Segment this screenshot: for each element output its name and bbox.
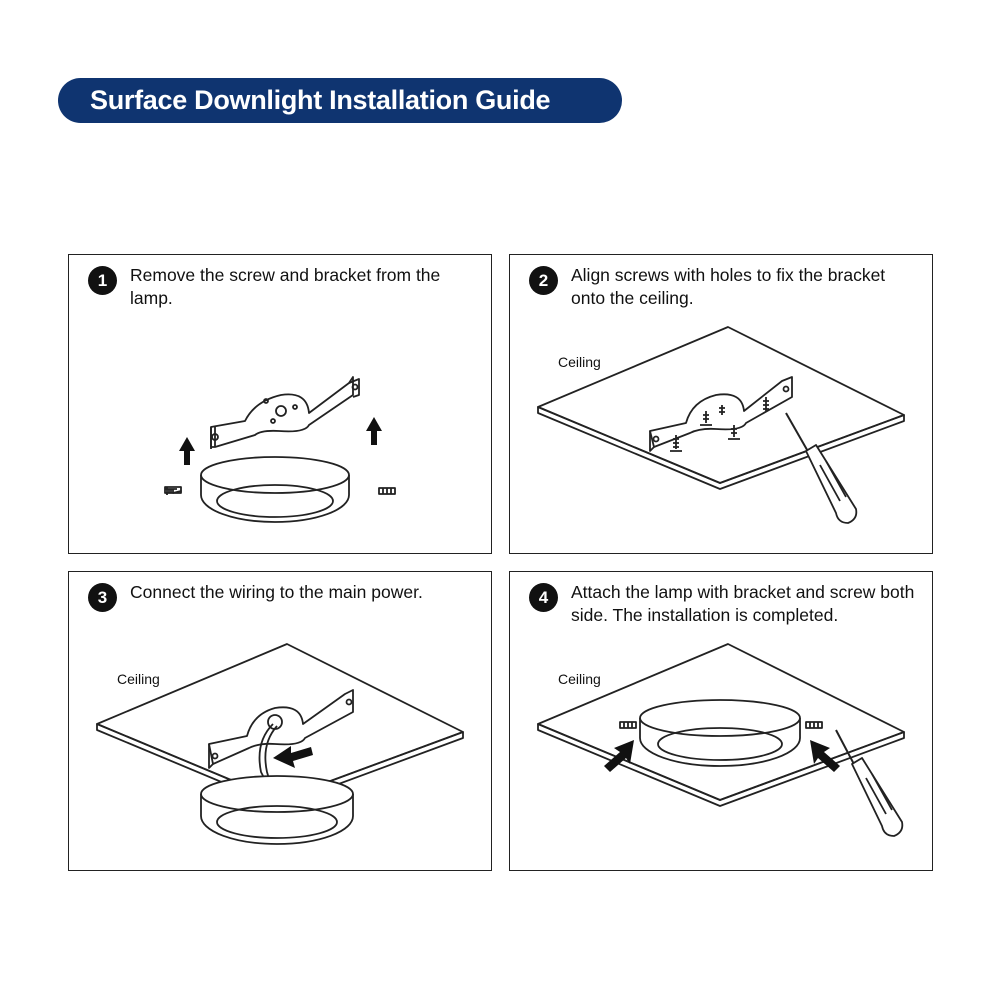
step-1-panel: 1 Remove the screw and bracket from the … xyxy=(68,254,492,554)
step-instruction: Align screws with holes to fix the brack… xyxy=(571,265,886,308)
step-3-panel: 3 Connect the wiring to the main power. … xyxy=(68,571,492,871)
screw-icon xyxy=(164,486,182,495)
step-number-badge: 1 xyxy=(88,266,117,295)
step-1-illustration xyxy=(164,376,396,523)
screwdriver-icon xyxy=(835,729,904,837)
arrow-up-icon xyxy=(179,437,195,465)
downlight-lamp-icon xyxy=(200,775,354,845)
page-title-banner: Surface Downlight Installation Guide xyxy=(58,78,622,123)
screw-icon xyxy=(719,405,725,415)
arrow-up-icon xyxy=(366,417,382,445)
arrow-up-right-icon xyxy=(604,740,634,772)
screw-icon xyxy=(728,425,740,440)
step-3-illustration: Ceiling xyxy=(96,643,464,845)
step-4-panel: 4 Attach the lamp with bracket and screw… xyxy=(509,571,933,871)
step-number-badge: 3 xyxy=(88,583,117,612)
mounting-bracket-icon xyxy=(210,376,360,449)
step-4-illustration: Ceiling xyxy=(537,643,905,837)
screw-icon xyxy=(763,397,769,411)
screwdriver-icon xyxy=(785,412,858,524)
arrow-left-icon xyxy=(273,746,313,768)
screw-icon xyxy=(619,721,637,729)
page-title: Surface Downlight Installation Guide xyxy=(90,85,551,115)
step-2-illustration: Ceiling xyxy=(537,326,905,524)
step-number-badge: 2 xyxy=(529,266,558,295)
screw-icon xyxy=(378,487,396,495)
downlight-lamp-icon xyxy=(639,699,801,767)
screw-icon xyxy=(670,435,682,452)
step-2-panel: 2 Align screws with holes to fix the bra… xyxy=(509,254,933,554)
mounting-bracket-icon xyxy=(208,689,354,769)
step-number-badge: 4 xyxy=(529,583,558,612)
ceiling-label: Ceiling xyxy=(558,671,601,687)
step-instruction: Remove the screw and bracket from the la… xyxy=(130,265,441,308)
screw-icon xyxy=(805,721,823,729)
arrow-up-left-icon xyxy=(810,740,840,772)
downlight-lamp-icon xyxy=(200,456,350,523)
ceiling-label: Ceiling xyxy=(558,354,601,370)
step-instruction: Connect the wiring to the main power. xyxy=(130,582,423,602)
screw-icon xyxy=(700,411,712,426)
step-instruction: Attach the lamp with bracket and screw b… xyxy=(571,582,915,625)
ceiling-label: Ceiling xyxy=(117,671,160,687)
